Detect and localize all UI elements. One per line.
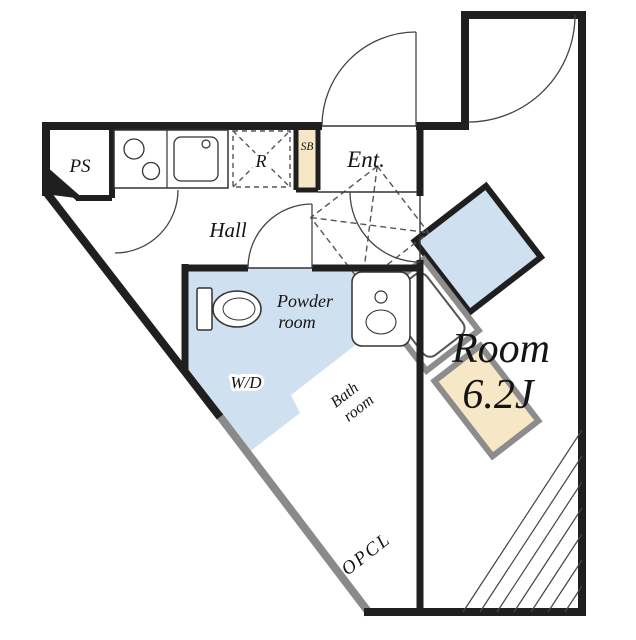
toilet-icon — [196, 287, 262, 331]
corner-hatch-lines — [462, 429, 583, 613]
entrance-door-arc — [321, 31, 417, 127]
kitchen-sink-icon — [173, 136, 219, 182]
diagonal-wall-lower — [214, 411, 374, 617]
faucet-icon — [201, 139, 211, 149]
kitchen-counter — [113, 129, 229, 189]
label-room-size: 6.2J — [462, 372, 536, 418]
vanity-sink-icon — [351, 271, 411, 347]
upper-room-door-arc — [467, 14, 576, 123]
label-ps: PS — [68, 156, 91, 177]
hatch-line — [547, 559, 583, 613]
label-entrance: Ent. — [346, 147, 385, 172]
room-door-arc — [349, 191, 421, 263]
label-shoe-box: SB — [301, 141, 314, 153]
label-powder-room-line1: Powder — [276, 291, 334, 311]
refrigerator-diagonal-2 — [232, 130, 291, 188]
hatch-line — [513, 507, 583, 613]
hatch-line — [479, 455, 583, 613]
hatch-line — [530, 533, 583, 613]
opcl-floor — [430, 341, 543, 461]
label-hall: Hall — [208, 218, 247, 242]
vanity-basin — [365, 309, 397, 335]
stove-burner-icon — [123, 138, 145, 160]
toilet-seat — [222, 297, 256, 321]
refrigerator-space-icon — [232, 130, 291, 188]
thin-lines — [248, 125, 421, 269]
hatch-line — [564, 585, 583, 613]
hatch-line — [496, 481, 583, 613]
vanity-outline — [351, 271, 411, 347]
diagonal-wall-upper — [42, 189, 224, 420]
stove-burner-icon — [141, 161, 161, 181]
powder-door-arc — [247, 203, 313, 269]
door-arcs — [114, 14, 576, 269]
ps-corner-wall — [44, 167, 80, 201]
label-washer-dryer: W/D — [230, 373, 262, 392]
label-room-name: Room — [451, 326, 550, 372]
toilet-tank — [196, 287, 213, 331]
refrigerator-box — [232, 130, 291, 188]
vanity-faucet — [374, 290, 388, 304]
shoe-box-floor — [296, 126, 318, 190]
bath-room-floor — [410, 181, 546, 317]
label-refrigerator: R — [255, 151, 267, 171]
kitchen-door-arc — [114, 189, 179, 254]
wall-fill-corner — [44, 170, 76, 198]
label-powder-room-line2: room — [278, 312, 315, 332]
hatch-line — [462, 429, 583, 613]
